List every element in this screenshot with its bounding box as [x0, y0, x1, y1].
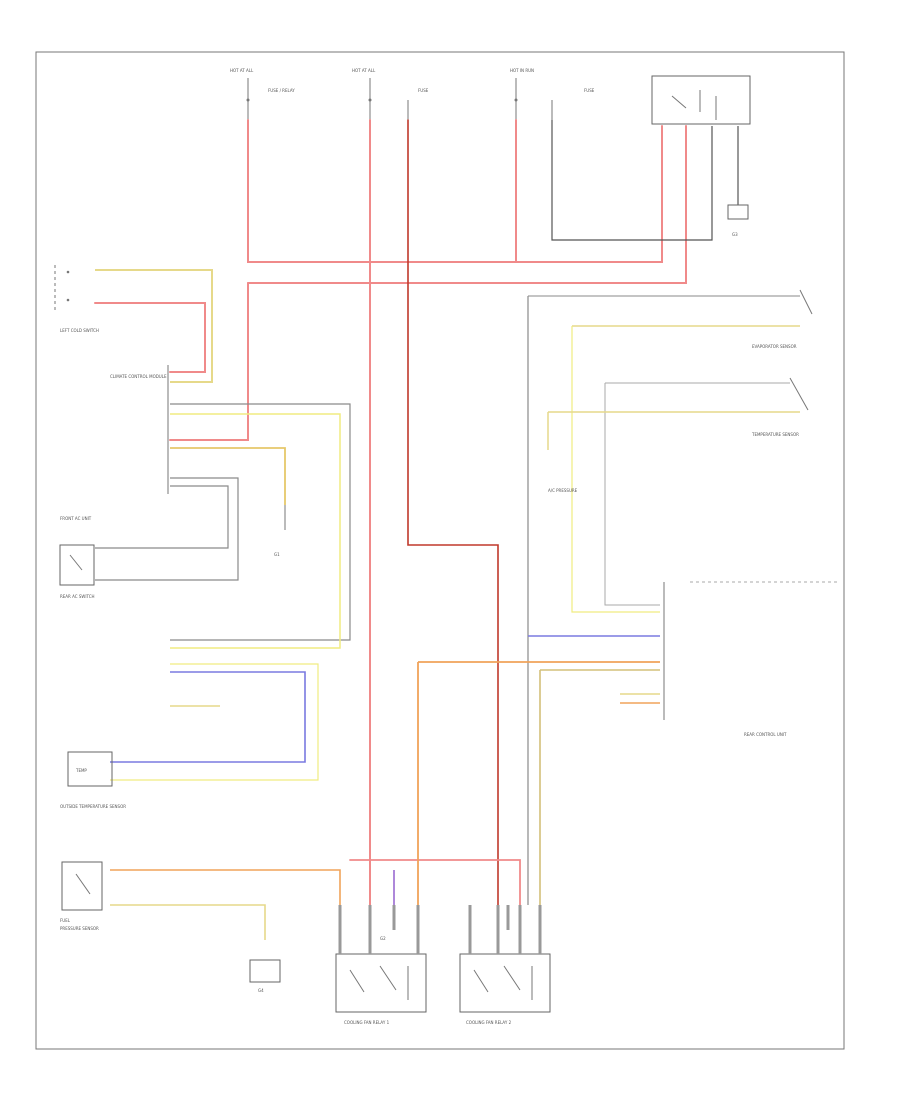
- fuse-block-1: HOT AT ALL FUSE / RELAY: [230, 68, 295, 120]
- svg-text:REAR AC SWITCH: REAR AC SWITCH: [60, 594, 95, 599]
- climate-control-module: CLIMATE CONTROL MODULE: [110, 365, 169, 494]
- ground-g1: G1: [274, 505, 286, 557]
- orange-wires: [110, 661, 660, 905]
- ground-g2: G2: [380, 936, 386, 941]
- svg-text:FUSE: FUSE: [418, 88, 429, 93]
- svg-text:OUTSIDE TEMPERATURE SENSOR: OUTSIDE TEMPERATURE SENSOR: [60, 804, 126, 809]
- power-wires: [94, 119, 687, 906]
- svg-text:G3: G3: [732, 232, 738, 237]
- diagram-frame: [35, 51, 845, 1050]
- outside-temp-sensor: TEMP OUTSIDE TEMPERATURE SENSOR: [60, 751, 126, 809]
- rear-ac-switch: REAR AC SWITCH: [59, 544, 95, 599]
- svg-text:EVAPORATOR SENSOR: EVAPORATOR SENSOR: [752, 344, 797, 349]
- ground-g3: G3: [727, 204, 749, 237]
- svg-text:PRESSURE SENSOR: PRESSURE SENSOR: [60, 926, 99, 931]
- svg-text:REAR CONTROL UNIT: REAR CONTROL UNIT: [744, 732, 787, 737]
- rear-control-unit: REAR CONTROL UNIT: [663, 581, 840, 737]
- svg-text:G4: G4: [258, 988, 264, 993]
- evaporator-sensor: EVAPORATOR SENSOR: [752, 289, 813, 349]
- svg-text:COOLING FAN RELAY 2: COOLING FAN RELAY 2: [466, 1020, 512, 1025]
- wiper-switch: LEFT COLD SWITCH: [54, 265, 99, 333]
- svg-text:TEMPERATURE SENSOR: TEMPERATURE SENSOR: [751, 432, 799, 437]
- svg-text:HOT IN RUN: HOT IN RUN: [510, 68, 534, 73]
- front-ac-unit-label: FRONT AC UNIT: [60, 516, 92, 521]
- svg-text:FUSE: FUSE: [584, 88, 595, 93]
- ground-g4: G4: [249, 959, 281, 993]
- svg-text:CLIMATE CONTROL MODULE: CLIMATE CONTROL MODULE: [110, 374, 167, 379]
- relay-terminals: [338, 905, 542, 954]
- svg-text:A/C PRESSURE: A/C PRESSURE: [548, 488, 578, 493]
- svg-text:LEFT COLD SWITCH: LEFT COLD SWITCH: [60, 328, 99, 333]
- svg-text:G2: G2: [380, 936, 386, 941]
- fuel-pressure-switch: FUEL PRESSURE SENSOR: [60, 861, 103, 931]
- temperature-sensor: TEMPERATURE SENSOR: [751, 377, 809, 437]
- svg-text:COOLING FAN RELAY 1: COOLING FAN RELAY 1: [344, 1020, 390, 1025]
- ground-wires: [95, 120, 800, 905]
- svg-text:HOT AT ALL: HOT AT ALL: [352, 68, 376, 73]
- svg-text:TEMP: TEMP: [75, 768, 87, 773]
- fuse-block-3: HOT IN RUN FUSE: [510, 68, 595, 120]
- blue-wires: [110, 635, 660, 905]
- cooling-fan-relay-1: COOLING FAN RELAY 1: [335, 953, 427, 1025]
- ac-pressure-label: A/C PRESSURE: [548, 488, 578, 493]
- svg-text:FUEL: FUEL: [60, 918, 71, 923]
- top-right-relay: [651, 75, 751, 125]
- svg-text:FRONT AC UNIT: FRONT AC UNIT: [60, 516, 92, 521]
- svg-text:G1: G1: [274, 552, 280, 557]
- svg-text:FUSE / RELAY: FUSE / RELAY: [268, 88, 295, 93]
- svg-text:HOT AT ALL: HOT AT ALL: [230, 68, 254, 73]
- yellow-wires: [95, 269, 800, 940]
- fuse-block-2: HOT AT ALL FUSE: [352, 68, 429, 120]
- cooling-fan-relay-2: COOLING FAN RELAY 2: [459, 953, 551, 1025]
